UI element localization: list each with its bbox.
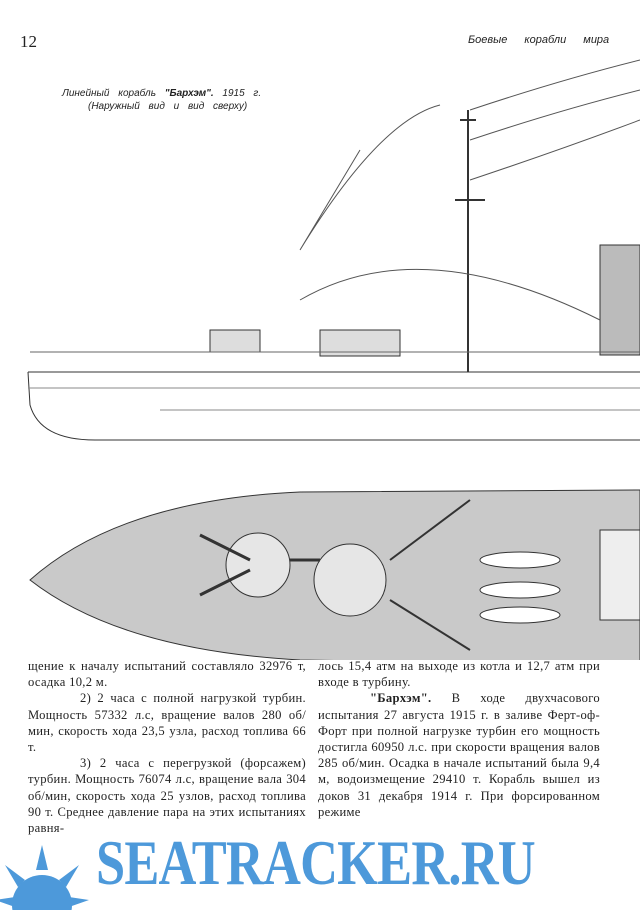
page-number: 12 [20, 32, 37, 51]
ship-name: "Бархэм". [370, 691, 432, 706]
watermark-text: SEATRACKER.RU [96, 827, 536, 898]
side-view [27, 59, 640, 441]
paragraph-text: В ходе двухчасового испытания 27 августа… [318, 691, 600, 819]
watermark-sun-logo [0, 845, 89, 910]
top-view [29, 489, 640, 660]
paragraph: щение к началу испытаний составляло 3297… [28, 659, 306, 690]
paragraph: "Бархэм". В ходе двухчасового испытания … [318, 690, 600, 820]
running-header: Боевые корабли мира [468, 34, 610, 46]
figure-caption: Линейный корабль "Бархэм". 1915 г. (Нару… [62, 87, 261, 113]
paragraph: 2) 2 часа с полной нагрузкой турбин. Мощ… [28, 691, 306, 755]
caption-prefix: Линейный корабль [62, 88, 156, 99]
ship-drawing [27, 59, 640, 660]
paragraph: 3) 2 часа с перегрузкой (форсажем) турби… [28, 756, 306, 836]
caption-subtitle: (Наружный вид и вид сверху) [88, 101, 248, 112]
caption-ship: "Бархэм". [164, 88, 214, 99]
caption-year: 1915 г. [222, 88, 262, 99]
text-column-right: лось 15,4 атм на выходе из котла и 12,7 … [318, 658, 600, 820]
text-column-left: щение к началу испытаний составляло 3297… [28, 658, 306, 836]
paragraph: лось 15,4 атм на выходе из котла и 12,7 … [318, 659, 600, 690]
